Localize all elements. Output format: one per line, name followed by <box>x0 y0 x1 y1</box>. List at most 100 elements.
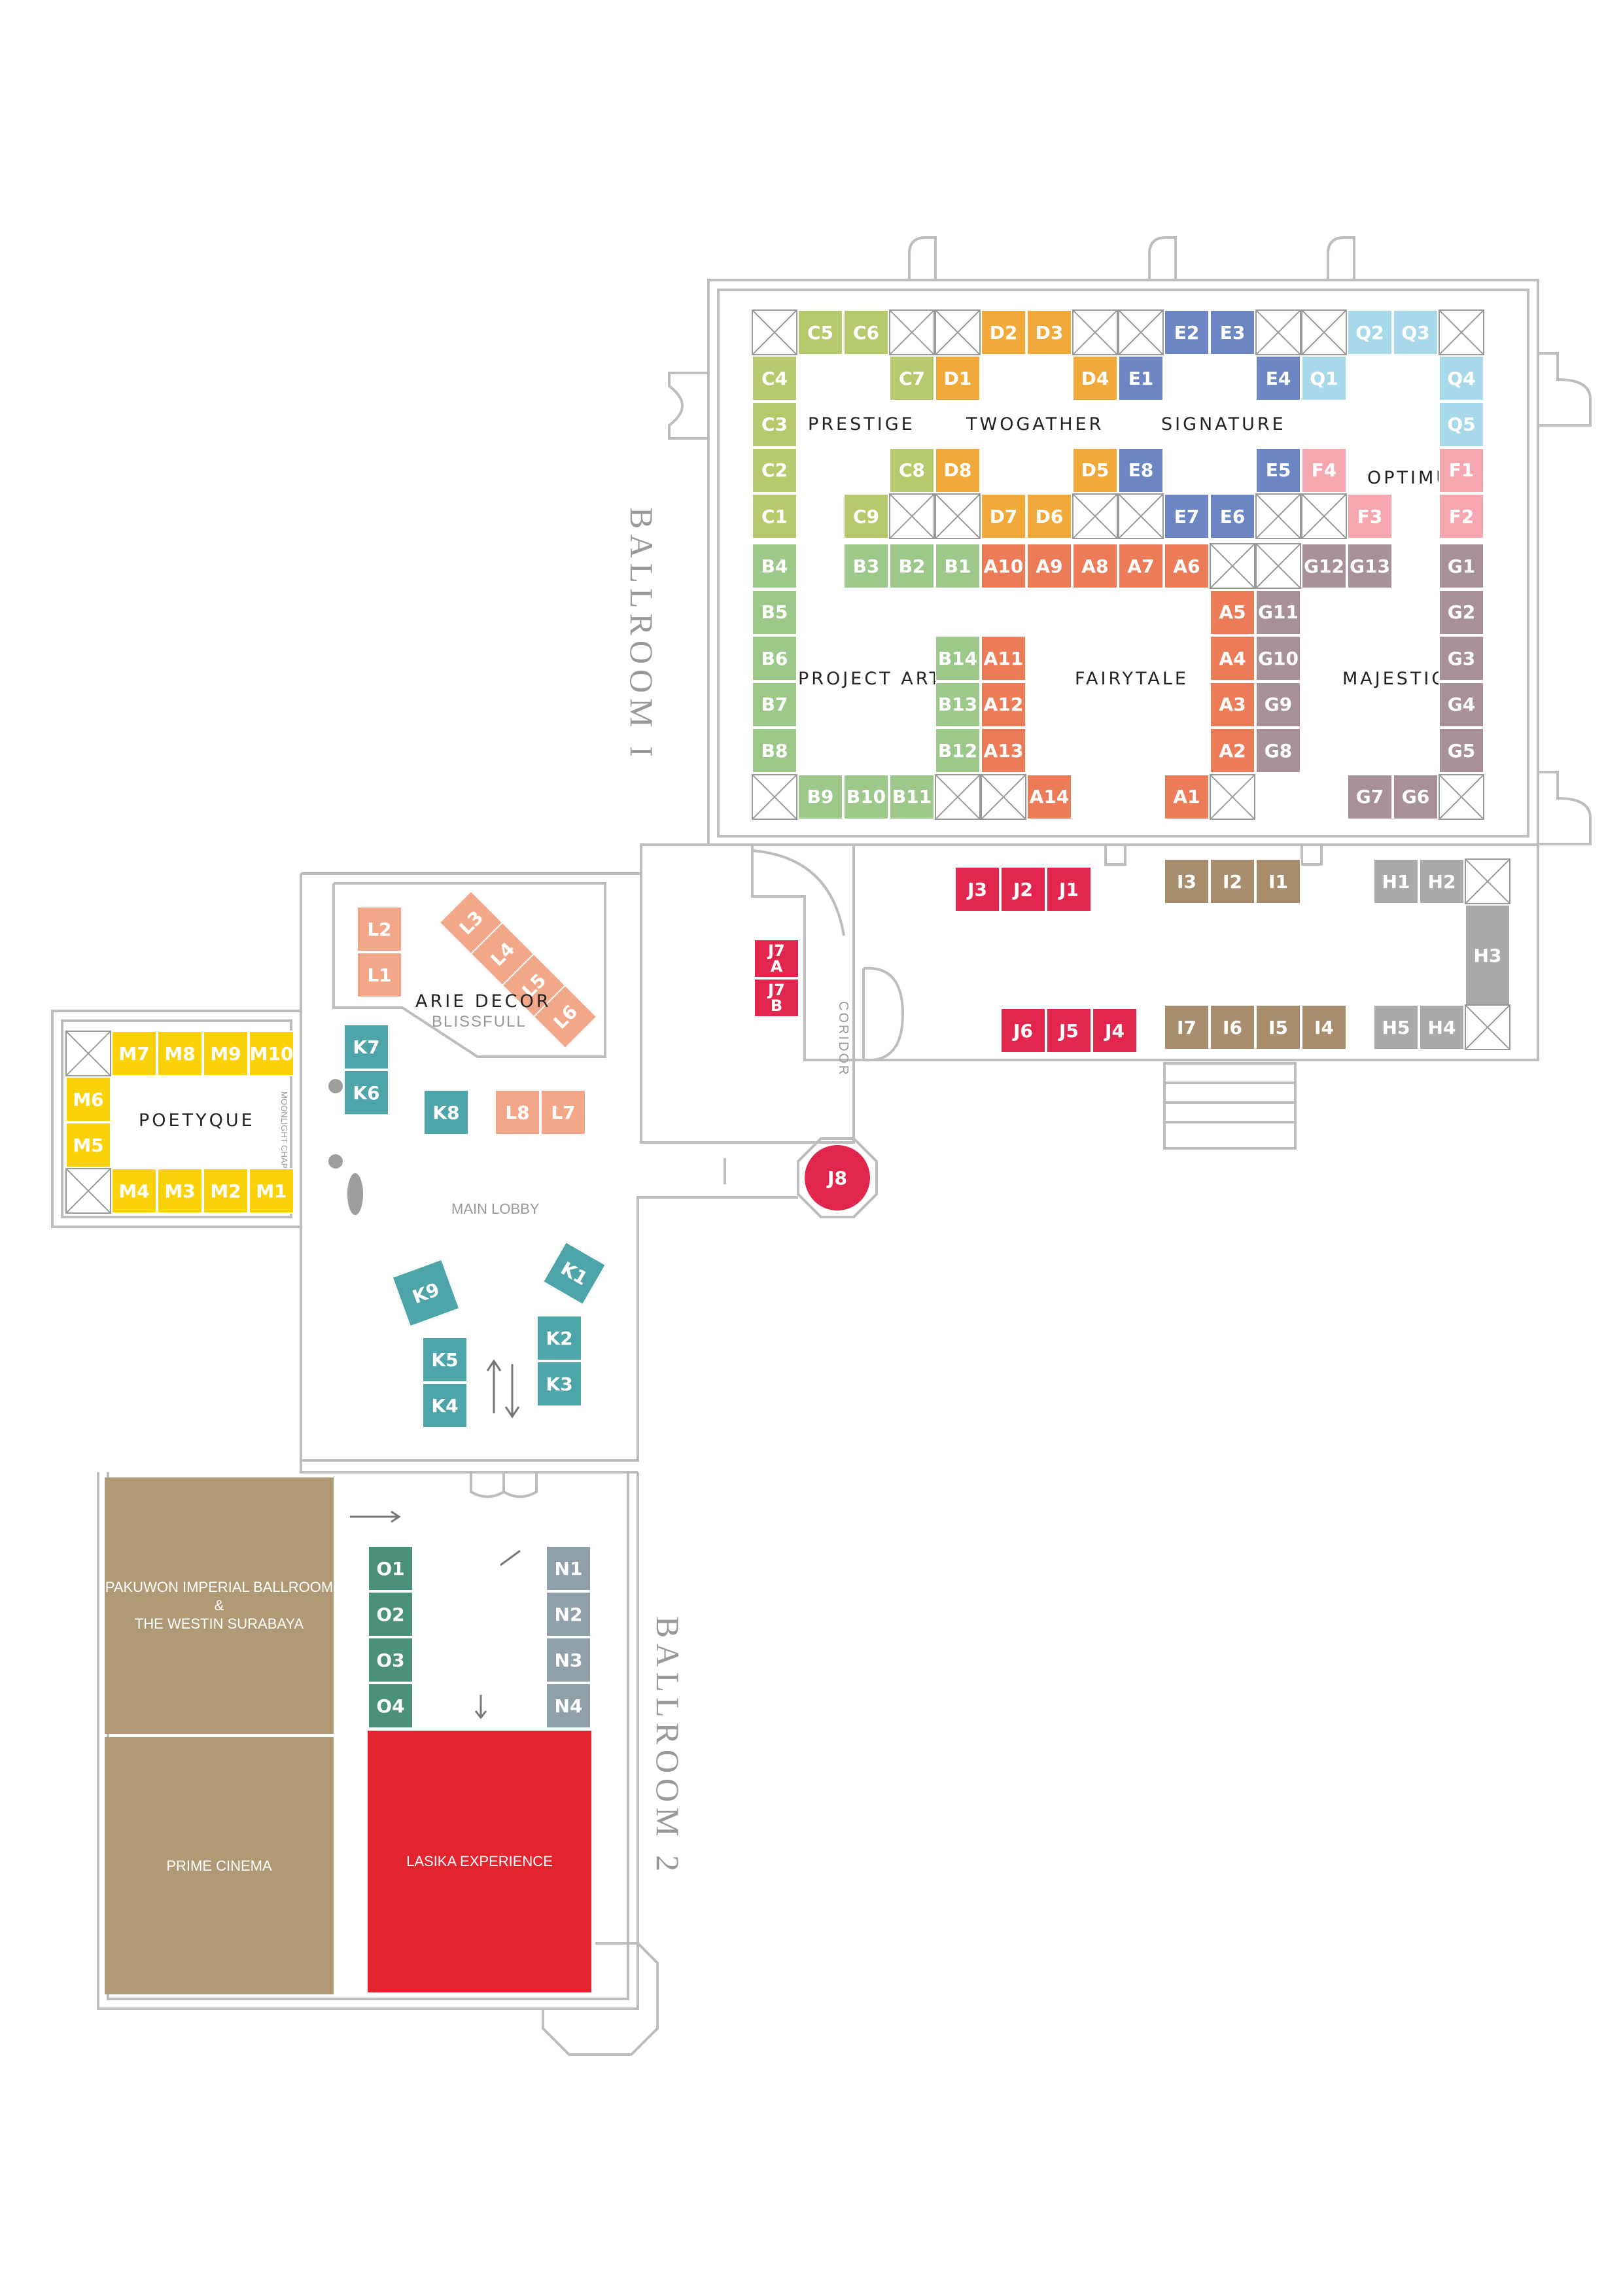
booth-g7[interactable]: G7 <box>1347 773 1393 820</box>
booth-i7[interactable]: I7 <box>1164 1004 1210 1050</box>
booth-f2[interactable]: F2 <box>1439 493 1484 540</box>
booth-b4[interactable]: B4 <box>752 543 797 589</box>
booth-j8[interactable]: J8 <box>805 1145 870 1210</box>
booth-f4[interactable]: F4 <box>1301 447 1347 493</box>
booth-k6[interactable]: K6 <box>343 1070 389 1116</box>
booth-k3[interactable]: K3 <box>536 1361 582 1407</box>
booth-e8[interactable]: E8 <box>1118 447 1164 493</box>
booth-a9[interactable]: A9 <box>1026 543 1072 589</box>
booth-j2[interactable]: J2 <box>1000 866 1046 912</box>
booth-b14[interactable]: B14 <box>935 635 981 681</box>
booth-a14[interactable]: A14 <box>1026 773 1072 820</box>
booth-j3[interactable]: J3 <box>954 866 1000 912</box>
booth-n1[interactable]: N1 <box>546 1545 591 1591</box>
booth-l8[interactable]: L8 <box>495 1089 540 1135</box>
booth-k5[interactable]: K5 <box>422 1337 468 1383</box>
booth-j6[interactable]: J6 <box>1000 1008 1046 1053</box>
booth-m6[interactable]: M6 <box>65 1076 111 1122</box>
booth-k7[interactable]: K7 <box>343 1024 389 1070</box>
booth-o1[interactable]: O1 <box>368 1545 413 1591</box>
booth-j7a[interactable]: J7 A <box>754 939 799 978</box>
booth-c9[interactable]: C9 <box>843 493 889 540</box>
booth-e7[interactable]: E7 <box>1164 493 1210 540</box>
booth-d5[interactable]: D5 <box>1072 447 1118 493</box>
booth-e3[interactable]: E3 <box>1210 309 1255 355</box>
booth-e2[interactable]: E2 <box>1164 309 1210 355</box>
booth-f1[interactable]: F1 <box>1439 447 1484 493</box>
booth-d2[interactable]: D2 <box>981 309 1026 355</box>
booth-g10[interactable]: G10 <box>1255 635 1301 681</box>
booth-h2[interactable]: H2 <box>1419 858 1465 904</box>
booth-h3[interactable]: H3 <box>1465 904 1510 1006</box>
booth-e4[interactable]: E4 <box>1255 355 1301 402</box>
booth-d7[interactable]: D7 <box>981 493 1026 540</box>
booth-c8[interactable]: C8 <box>889 447 935 493</box>
booth-b2[interactable]: B2 <box>889 543 935 589</box>
booth-k4[interactable]: K4 <box>422 1383 468 1428</box>
booth-o4[interactable]: O4 <box>368 1683 413 1729</box>
booth-a12[interactable]: A12 <box>981 681 1026 728</box>
booth-g8[interactable]: G8 <box>1255 728 1301 773</box>
booth-g3[interactable]: G3 <box>1439 635 1484 681</box>
booth-i6[interactable]: I6 <box>1210 1004 1255 1050</box>
booth-g1[interactable]: G1 <box>1439 543 1484 589</box>
booth-m7[interactable]: M7 <box>111 1031 157 1076</box>
booth-n3[interactable]: N3 <box>546 1637 591 1683</box>
booth-b3[interactable]: B3 <box>843 543 889 589</box>
booth-g13[interactable]: G13 <box>1347 543 1393 589</box>
booth-h5[interactable]: H5 <box>1373 1004 1419 1050</box>
booth-i1[interactable]: I1 <box>1255 858 1301 904</box>
booth-h1[interactable]: H1 <box>1373 858 1419 904</box>
booth-i4[interactable]: I4 <box>1301 1004 1347 1050</box>
booth-k2[interactable]: K2 <box>536 1315 582 1361</box>
booth-i5[interactable]: I5 <box>1255 1004 1301 1050</box>
block-pakuwon-imperial[interactable]: PAKUWON IMPERIAL BALLROOM & THE WESTIN S… <box>105 1477 334 1734</box>
booth-l7[interactable]: L7 <box>540 1089 586 1135</box>
booth-j5[interactable]: J5 <box>1046 1008 1092 1053</box>
booth-b12[interactable]: B12 <box>935 728 981 773</box>
booth-g5[interactable]: G5 <box>1439 728 1484 773</box>
booth-n2[interactable]: N2 <box>546 1591 591 1637</box>
booth-d4[interactable]: D4 <box>1072 355 1118 402</box>
booth-a6[interactable]: A6 <box>1164 543 1210 589</box>
block-lasika-experience[interactable]: LASIKA EXPERIENCE <box>368 1731 591 1992</box>
booth-a4[interactable]: A4 <box>1210 635 1255 681</box>
booth-o3[interactable]: O3 <box>368 1637 413 1683</box>
booth-d3[interactable]: D3 <box>1026 309 1072 355</box>
booth-i3[interactable]: I3 <box>1164 858 1210 904</box>
booth-c6[interactable]: C6 <box>843 309 889 355</box>
booth-g9[interactable]: G9 <box>1255 681 1301 728</box>
booth-a1[interactable]: A1 <box>1164 773 1210 820</box>
booth-k8[interactable]: K8 <box>423 1089 469 1135</box>
booth-b8[interactable]: B8 <box>752 728 797 773</box>
booth-g2[interactable]: G2 <box>1439 589 1484 635</box>
booth-b10[interactable]: B10 <box>843 773 889 820</box>
booth-c2[interactable]: C2 <box>752 447 797 493</box>
booth-c4[interactable]: C4 <box>752 355 797 402</box>
booth-a5[interactable]: A5 <box>1210 589 1255 635</box>
booth-m8[interactable]: M8 <box>157 1031 203 1076</box>
booth-l2[interactable]: L2 <box>357 906 402 952</box>
booth-a10[interactable]: A10 <box>981 543 1026 589</box>
booth-i2[interactable]: I2 <box>1210 858 1255 904</box>
booth-n4[interactable]: N4 <box>546 1683 591 1729</box>
booth-g4[interactable]: G4 <box>1439 681 1484 728</box>
booth-a11[interactable]: A11 <box>981 635 1026 681</box>
booth-e5[interactable]: E5 <box>1255 447 1301 493</box>
booth-j1[interactable]: J1 <box>1046 866 1092 912</box>
booth-a3[interactable]: A3 <box>1210 681 1255 728</box>
booth-q4[interactable]: Q4 <box>1439 355 1484 402</box>
booth-d6[interactable]: D6 <box>1026 493 1072 540</box>
booth-m2[interactable]: M2 <box>203 1168 249 1214</box>
booth-m5[interactable]: M5 <box>65 1122 111 1168</box>
booth-b6[interactable]: B6 <box>752 635 797 681</box>
booth-o2[interactable]: O2 <box>368 1591 413 1637</box>
booth-b7[interactable]: B7 <box>752 681 797 728</box>
booth-e6[interactable]: E6 <box>1210 493 1255 540</box>
booth-m9[interactable]: M9 <box>203 1031 249 1076</box>
booth-q1[interactable]: Q1 <box>1301 355 1347 402</box>
booth-a8[interactable]: A8 <box>1072 543 1118 589</box>
booth-e1[interactable]: E1 <box>1118 355 1164 402</box>
booth-c3[interactable]: C3 <box>752 401 797 448</box>
booth-d8[interactable]: D8 <box>935 447 981 493</box>
